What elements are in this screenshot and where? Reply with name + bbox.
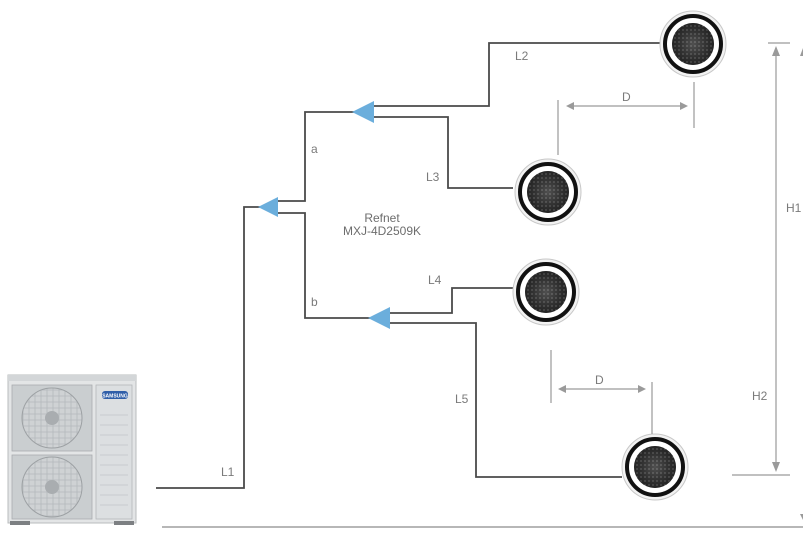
indoor-unit-4 — [620, 432, 690, 502]
label-d-upper: D — [622, 90, 631, 104]
refnet-arrow-lower — [368, 307, 390, 329]
label-h2: H2 — [752, 389, 768, 403]
edge-arrows — [800, 48, 803, 520]
label-a: a — [311, 142, 318, 156]
label-l2: L2 — [515, 49, 529, 63]
refnet-arrow-main — [258, 197, 278, 217]
refnet-title: Refnet — [364, 211, 400, 225]
indoor-unit-1 — [658, 9, 728, 79]
outdoor-unit: SAMSUNG — [7, 374, 137, 525]
label-l5: L5 — [455, 392, 469, 406]
indoor-unit-2 — [513, 157, 583, 227]
dimension-d-upper — [557, 82, 695, 155]
label-l3: L3 — [426, 170, 440, 184]
label-d-lower: D — [595, 373, 604, 387]
label-l1: L1 — [221, 465, 235, 479]
indoor-unit-3 — [511, 257, 581, 327]
pipe-l2-l3 — [372, 42, 660, 189]
pipe-l1 — [156, 206, 262, 489]
pipe-l4-l5 — [388, 287, 622, 478]
brand-logo: SAMSUNG — [102, 393, 128, 399]
dimension-d-lower — [550, 350, 653, 434]
refnet-caption: Refnet MXJ-4D2509K — [322, 212, 442, 238]
pipe-branches — [278, 111, 372, 319]
refnet-model: MXJ-4D2509K — [342, 224, 422, 238]
refnet-arrow-upper — [352, 101, 374, 123]
label-l4: L4 — [428, 273, 442, 287]
label-b: b — [311, 295, 318, 309]
dimension-h — [732, 42, 790, 476]
label-h1: H1 — [786, 201, 802, 215]
